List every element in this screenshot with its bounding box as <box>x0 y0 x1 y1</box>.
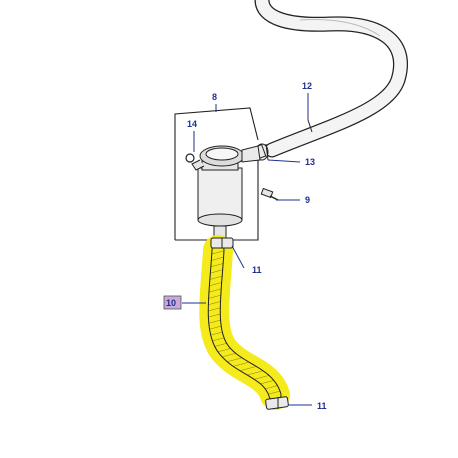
o-ring <box>185 153 195 163</box>
callout-12: 12 <box>302 81 312 91</box>
callout-9: 9 <box>305 195 310 205</box>
callout-13: 13 <box>305 157 315 167</box>
callout-10-box <box>163 295 182 310</box>
bolt <box>260 187 279 201</box>
callout-11-lower: 11 <box>317 401 327 411</box>
drain-hose-highlighted <box>199 235 290 410</box>
hose-clip-upper-drain <box>210 237 234 249</box>
callout-10: 10 <box>166 298 176 308</box>
breather-hose <box>254 0 408 158</box>
separator-assembly-frame <box>174 107 259 241</box>
oil-separator-body <box>191 145 261 239</box>
callout-11-upper: 11 <box>252 265 262 275</box>
callout-8: 8 <box>212 92 217 102</box>
callout-14: 14 <box>187 119 197 129</box>
hose-clip-lower-drain <box>265 396 289 410</box>
callout-labels: 8 14 12 13 9 11 10 11 <box>163 81 327 411</box>
leader-lines <box>182 93 312 406</box>
